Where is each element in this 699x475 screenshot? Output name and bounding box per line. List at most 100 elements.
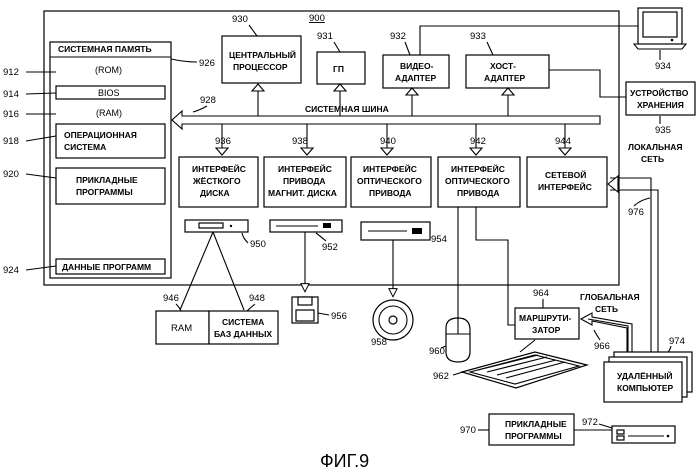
bus-label: СИСТЕМНАЯ ШИНА — [305, 104, 389, 114]
cpu-label-1: ЦЕНТРАЛЬНЫЙ — [229, 49, 296, 60]
ref-958: 958 — [371, 337, 387, 348]
hdd-if-label-1: ИНТЕРФЕЙС — [192, 163, 246, 174]
ref-931: 931 — [317, 31, 333, 42]
floppy-drive-button — [323, 223, 331, 228]
keyboard-to-router-link — [520, 340, 535, 352]
hard-disk-slot — [199, 223, 223, 228]
storage-label-1: УСТРОЙСТВО — [630, 87, 689, 98]
remote-device-led — [667, 435, 670, 438]
ref-976: 976 — [628, 207, 644, 218]
ref-964: 964 — [533, 288, 549, 299]
video-label-2: АДАПТЕР — [395, 73, 437, 83]
host-label-2: АДАПТЕР — [484, 73, 526, 83]
ref-935: 935 — [655, 125, 671, 136]
leader-948 — [247, 304, 255, 311]
opt1-label-3: ПРИВОДА — [369, 188, 412, 198]
cpu-label-2: ПРОЦЕССОР — [233, 62, 288, 72]
db-label-1: СИСТЕМА — [222, 317, 264, 327]
leader-962 — [453, 372, 463, 375]
remote-apps-label-1: ПРИКЛАДНЫЕ — [505, 419, 567, 429]
remote-device-slot-1 — [617, 430, 624, 434]
remote-apps-label-2: ПРОГРАММЫ — [505, 431, 562, 441]
ref-954: 954 — [431, 234, 447, 245]
opt1-label-2: ОПТИЧЕСКОГО — [357, 176, 422, 186]
storage-block — [626, 82, 695, 115]
ref-918: 918 — [3, 136, 19, 147]
video-label-1: ВИДЕО- — [400, 61, 434, 71]
ref-926: 926 — [199, 58, 215, 69]
memory-title: СИСТЕМНАЯ ПАМЯТЬ — [58, 44, 152, 54]
ref-956: 956 — [331, 311, 347, 322]
ref-946: 946 — [163, 293, 179, 304]
ref-912: 912 — [3, 67, 19, 78]
host-label-1: ХОСТ- — [490, 61, 516, 71]
wan-label-1: ГЛОБАЛЬНАЯ — [580, 292, 640, 302]
lan-label-2: СЕТЬ — [641, 154, 664, 164]
ref-972: 972 — [582, 417, 598, 428]
ref-928: 928 — [200, 95, 216, 106]
hdd-if-label-3: ДИСКА — [200, 188, 230, 198]
ref-950: 950 — [250, 239, 266, 250]
remote-label-1: УДАЛЁННЫЙ — [617, 370, 673, 381]
video-adapter-block — [383, 55, 449, 88]
wan-label-2: СЕТЬ — [595, 304, 618, 314]
optical-drive-button — [412, 228, 422, 234]
monitor-screen — [643, 12, 677, 37]
opt2-label-3: ПРИВОДА — [457, 188, 500, 198]
ref-952: 952 — [322, 242, 338, 253]
mag-if-label-2: ПРИВОДА — [283, 176, 326, 186]
ref-974: 974 — [669, 336, 685, 347]
figure-caption: ФИГ.9 — [320, 451, 369, 471]
opt1-label-1: ИНТЕРФЕЙС — [363, 163, 417, 174]
ref-933: 933 — [470, 31, 486, 42]
leader-976 — [634, 198, 650, 206]
net-if-label-1: СЕТЕВОЙ — [545, 169, 586, 180]
ref-942: 942 — [470, 136, 486, 147]
monitor-power-led — [671, 39, 674, 42]
host-adapter-block — [466, 55, 549, 88]
floppy-shutter — [298, 297, 312, 305]
ref-916: 916 — [3, 109, 19, 120]
router-label-1: МАРШРУТИ- — [519, 313, 572, 323]
ref-966: 966 — [594, 341, 610, 352]
storage-label-2: ХРАНЕНИЯ — [637, 100, 684, 110]
ref-944: 944 — [555, 136, 571, 147]
apps-label-2: ПРОГРАММЫ — [76, 187, 133, 197]
db-label-2: БАЗ ДАННЫХ — [214, 329, 272, 339]
gpu-label: ГП — [333, 64, 344, 74]
system-bus-fill — [183, 117, 599, 123]
system-number: 900 — [309, 13, 325, 24]
ref-970: 970 — [460, 425, 476, 436]
mag-if-label-3: МАГНИТ. ДИСКА — [268, 188, 337, 198]
monitor-base — [634, 44, 686, 49]
lan-label-1: ЛОКАЛЬНАЯ — [628, 142, 682, 152]
hdd-led — [230, 225, 232, 227]
hdd-if-label-2: ЖЁСТКОГО — [192, 176, 241, 186]
leader-946 — [176, 304, 181, 311]
mag-if-label-1: ИНТЕРФЕЙС — [278, 163, 332, 174]
leader-972 — [599, 424, 612, 428]
ref-930: 930 — [232, 14, 248, 25]
ref-934: 934 — [655, 61, 671, 72]
floppy-label-area — [296, 310, 314, 321]
ref-924: 924 — [3, 265, 19, 276]
os-label-2: СИСТЕМА — [64, 142, 106, 152]
ref-920: 920 — [3, 169, 19, 180]
ram-label: (RAM) — [96, 108, 122, 118]
ref-932: 932 — [390, 31, 406, 42]
ref-948: 948 — [249, 293, 265, 304]
ref-940: 940 — [380, 136, 396, 147]
router-label-2: ЗАТОР — [532, 325, 561, 335]
os-label-1: ОПЕРАЦИОННАЯ — [64, 130, 137, 140]
bios-label: BIOS — [98, 88, 120, 98]
ram-ext-label: RAM — [171, 323, 192, 334]
remote-computer-block — [604, 362, 682, 402]
remote-label-2: КОМПЬЮТЕР — [617, 383, 674, 393]
remote-device-slot-2 — [617, 436, 624, 440]
opt2-label-1: ИНТЕРФЕЙС — [451, 163, 505, 174]
apps-block — [56, 168, 165, 204]
program-data-label: ДАННЫЕ ПРОГРАММ — [62, 262, 151, 272]
rom-label: (ROM) — [95, 65, 122, 75]
